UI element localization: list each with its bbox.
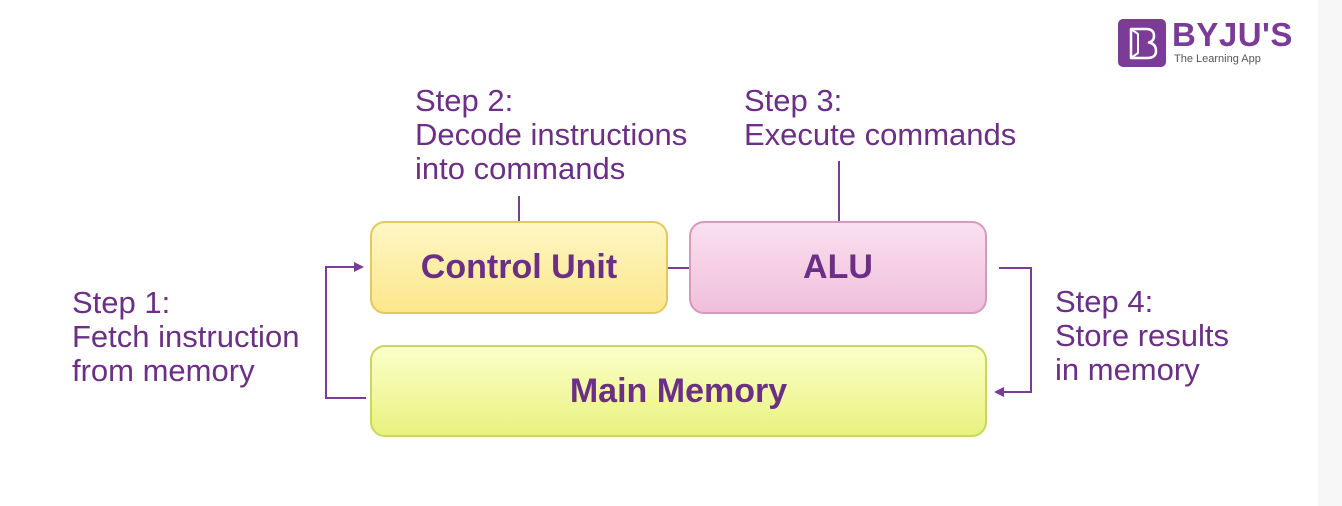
step1-line-1: Fetch instruction <box>72 319 300 354</box>
step2-label: Step 2: Decode instructions into command… <box>415 84 687 186</box>
alu-box: ALU <box>689 221 987 314</box>
step4-line-1: Store results <box>1055 318 1230 353</box>
step3-title: Step 3: <box>744 83 843 118</box>
main-memory-box: Main Memory <box>370 345 987 437</box>
step4-label: Step 4: Store results in memory <box>1055 285 1229 387</box>
store-arrow <box>994 267 1032 397</box>
step1-title: Step 1: <box>72 285 171 320</box>
logo-name: BYJU'S <box>1172 16 1293 53</box>
step4-title: Step 4: <box>1055 284 1154 319</box>
byjus-logo: BYJU'S The Learning App <box>1118 16 1294 71</box>
step2-line-2: into commands <box>415 151 626 186</box>
step3-label: Step 3: Execute commands <box>744 84 1016 152</box>
step1-label: Step 1: Fetch instruction from memory <box>72 286 299 388</box>
step3-line-1: Execute commands <box>744 117 1017 152</box>
logo-b-icon <box>1118 19 1166 67</box>
page-edge-strip <box>1318 0 1342 506</box>
step1-line-2: from memory <box>72 353 255 388</box>
control-unit-label: Control Unit <box>420 248 618 286</box>
fetch-arrow <box>325 262 366 399</box>
step2-line-1: Decode instructions <box>415 117 688 152</box>
alu-label: ALU <box>803 248 873 286</box>
main-memory-label: Main Memory <box>569 371 788 410</box>
logo-tagline: The Learning App <box>1174 53 1261 65</box>
step2-title: Step 2: <box>415 83 514 118</box>
step4-line-2: in memory <box>1055 352 1200 387</box>
control-unit-box: Control Unit <box>370 221 668 314</box>
